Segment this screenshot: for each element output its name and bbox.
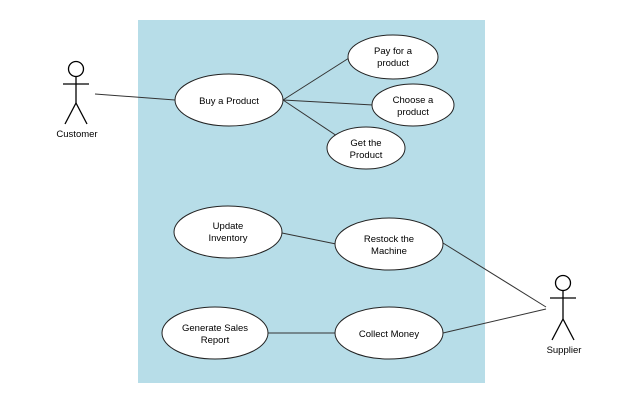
actor-label: Customer xyxy=(56,129,97,140)
actor-supplier[interactable]: Supplier xyxy=(547,274,582,357)
edge-buy-pay xyxy=(282,57,350,101)
use-case-label: Product xyxy=(350,150,383,161)
use-case-pay-for-product[interactable]: Pay for a product xyxy=(347,34,439,80)
use-case-get-product[interactable]: Get the Product xyxy=(326,126,406,170)
use-case-generate-sales-report[interactable]: Generate Sales Report xyxy=(161,306,269,360)
use-case-label: Pay for a xyxy=(374,46,413,57)
actor-customer[interactable]: Customer xyxy=(56,60,98,141)
use-case-label: Choose a xyxy=(393,95,434,106)
use-case-label: Machine xyxy=(371,246,407,257)
use-case-label: Inventory xyxy=(208,233,247,244)
use-case-label: Generate Sales xyxy=(182,323,248,334)
use-case-update-inventory[interactable]: Update Inventory xyxy=(173,205,283,259)
use-case-label: product xyxy=(397,107,429,118)
edge-buy-choose xyxy=(282,99,374,106)
use-case-label: Buy a Product xyxy=(199,96,259,107)
use-case-buy-product[interactable]: Buy a Product xyxy=(174,73,284,127)
stick-figure-icon xyxy=(63,60,89,125)
edge-customer-buy xyxy=(94,93,176,101)
edge-update-restock xyxy=(281,232,337,245)
use-case-label: Get the xyxy=(350,138,381,149)
use-case-label: Report xyxy=(201,335,230,346)
actor-label: Supplier xyxy=(547,345,582,356)
use-case-choose-product[interactable]: Choose a product xyxy=(371,83,455,127)
edge-collect-supplier xyxy=(442,308,547,334)
associations xyxy=(94,57,547,334)
stick-figure-icon xyxy=(550,274,576,341)
use-case-label: product xyxy=(377,58,409,69)
use-case-label: Restock the xyxy=(364,234,414,245)
use-case-label: Collect Money xyxy=(359,329,419,340)
edge-restock-supplier xyxy=(442,242,547,308)
use-case-label: Update xyxy=(213,221,244,232)
use-case-restock-machine[interactable]: Restock the Machine xyxy=(334,217,444,271)
use-case-collect-money[interactable]: Collect Money xyxy=(334,306,444,360)
edge-buy-get xyxy=(282,99,341,139)
